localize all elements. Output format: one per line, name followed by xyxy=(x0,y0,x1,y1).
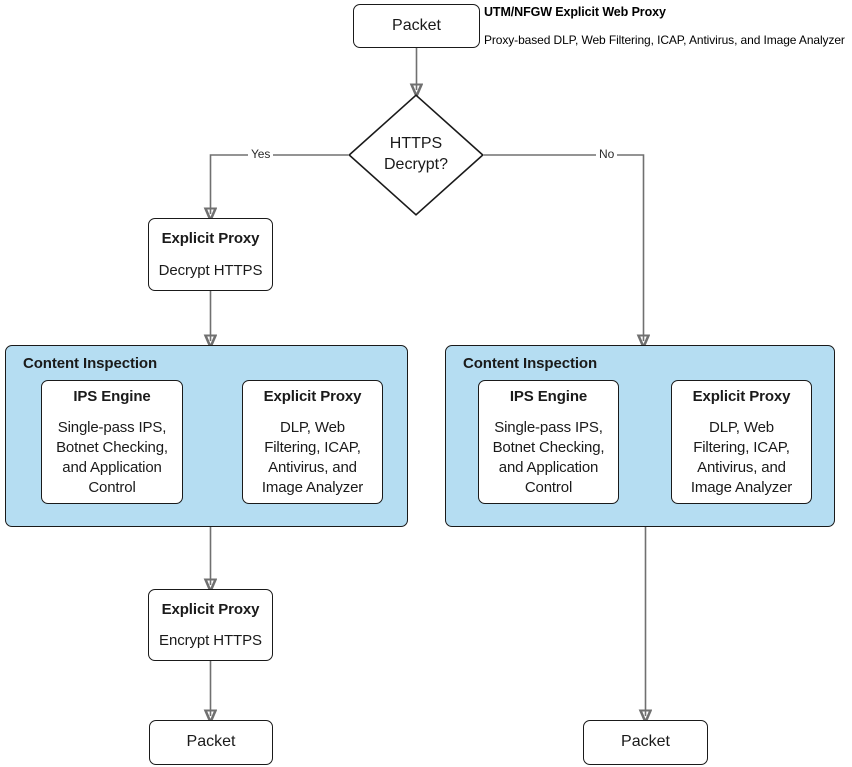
edge-label-no: No xyxy=(596,147,618,161)
header-title: UTM/NFGW Explicit Web Proxy xyxy=(484,5,666,19)
node-explicit-proxy-encrypt-title: Explicit Proxy xyxy=(161,600,260,618)
panel-content-inspection-right-title: Content Inspection xyxy=(463,355,598,372)
edge-label-yes: Yes xyxy=(248,147,274,161)
node-explicit-proxy-encrypt-sub: Encrypt HTTPS xyxy=(159,632,262,649)
wire-no-branch xyxy=(484,154,644,341)
box-explicit-proxy-left[interactable]: Explicit Proxy DLP, Web Filtering, ICAP,… xyxy=(242,380,383,504)
node-packet-left-label: Packet xyxy=(186,733,236,751)
node-decision-https-decrypt[interactable]: HTTPS Decrypt? xyxy=(348,94,484,216)
node-packet-right[interactable]: Packet xyxy=(583,720,708,765)
node-packet-right-label: Packet xyxy=(621,733,670,751)
diamond-shape xyxy=(348,94,484,216)
box-ips-engine-right-body: Single-pass IPS, Botnet Checking, and Ap… xyxy=(492,419,605,496)
box-ips-engine-left-body: Single-pass IPS, Botnet Checking, and Ap… xyxy=(56,419,168,496)
box-explicit-proxy-right-title: Explicit Proxy xyxy=(692,388,791,405)
panel-content-inspection-left-title: Content Inspection xyxy=(23,355,158,372)
box-explicit-proxy-left-title: Explicit Proxy xyxy=(263,388,362,405)
header-subtitle: Proxy-based DLP, Web Filtering, ICAP, An… xyxy=(484,33,845,47)
box-explicit-proxy-right[interactable]: Explicit Proxy DLP, Web Filtering, ICAP,… xyxy=(671,380,812,504)
box-explicit-proxy-left-body: DLP, Web Filtering, ICAP, Antivirus, and… xyxy=(261,419,364,496)
box-explicit-proxy-right-body: DLP, Web Filtering, ICAP, Antivirus, and… xyxy=(690,419,793,496)
box-ips-engine-right-title: IPS Engine xyxy=(509,388,588,405)
box-ips-engine-left-title: IPS Engine xyxy=(73,388,151,405)
panel-content-inspection-left[interactable]: Content Inspection IPS Engine Single-pas… xyxy=(5,345,408,527)
node-packet-left[interactable]: Packet xyxy=(149,720,273,765)
wire-yes-branch xyxy=(211,154,348,214)
node-explicit-proxy-decrypt-title: Explicit Proxy xyxy=(161,230,260,248)
node-packet-top[interactable]: Packet xyxy=(353,4,480,48)
node-packet-top-label: Packet xyxy=(392,16,441,34)
node-explicit-proxy-encrypt[interactable]: Explicit Proxy Encrypt HTTPS xyxy=(148,589,273,661)
box-ips-engine-left[interactable]: IPS Engine Single-pass IPS, Botnet Check… xyxy=(41,380,183,504)
panel-content-inspection-right[interactable]: Content Inspection IPS Engine Single-pas… xyxy=(445,345,835,527)
node-explicit-proxy-decrypt[interactable]: Explicit Proxy Decrypt HTTPS xyxy=(148,218,273,291)
box-ips-engine-right[interactable]: IPS Engine Single-pass IPS, Botnet Check… xyxy=(478,380,619,504)
node-explicit-proxy-decrypt-sub: Decrypt HTTPS xyxy=(158,261,263,279)
